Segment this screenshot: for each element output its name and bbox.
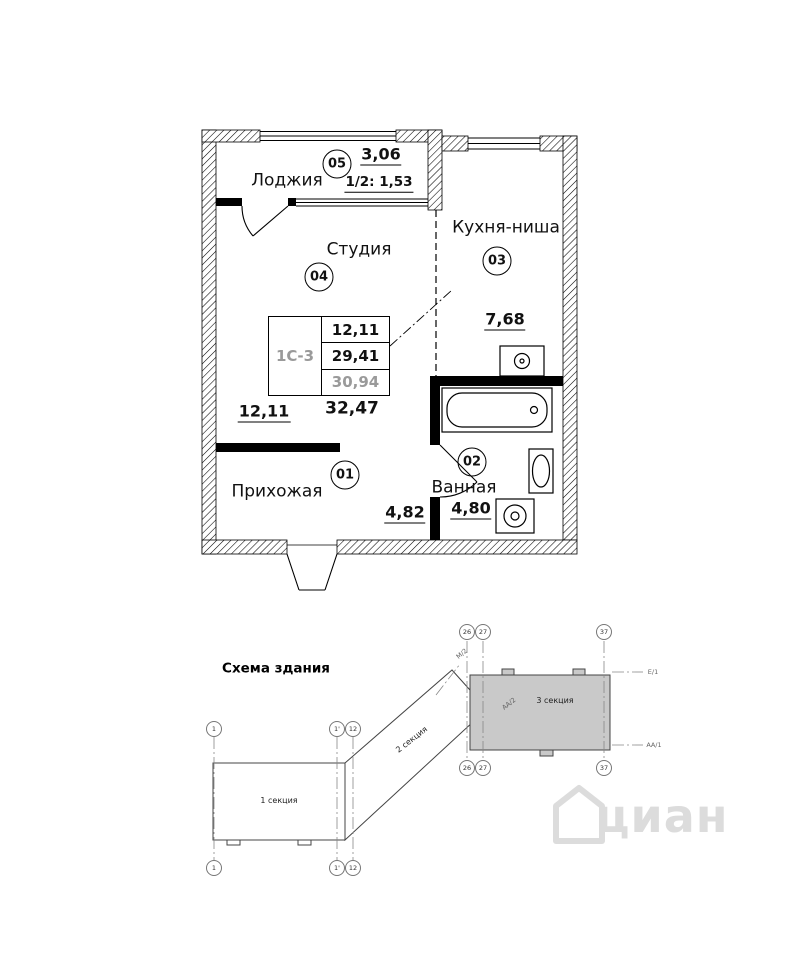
axis-27-top: 27 <box>475 624 491 640</box>
axis-12-bottom: 12 <box>345 860 361 876</box>
room-number-bath: 02 <box>457 447 487 477</box>
spec-living-area: 12,11 <box>322 317 389 344</box>
scheme-section2-shape <box>344 669 488 842</box>
room-area-studio: 12,11 <box>237 401 291 423</box>
washbasin <box>528 448 554 494</box>
spec-type-label: 1С-3 <box>269 317 322 395</box>
axis-1-top: 1 <box>206 721 222 737</box>
room-area-bath: 4,80 <box>450 498 492 520</box>
watermark-house-icon <box>553 785 605 844</box>
fixtures <box>441 345 554 534</box>
exterior-walls <box>201 129 578 555</box>
room-name-bath: Ванная <box>431 477 497 498</box>
axis-1p-bottom: 1' <box>329 860 345 876</box>
scheme-axis-lines <box>213 641 643 860</box>
room-number-studio: 04 <box>304 262 334 292</box>
entry-porch <box>286 553 338 591</box>
loggia-door-leaf <box>252 205 289 237</box>
room-name-loggia: Лоджия <box>251 170 323 191</box>
axis-37-top: 37 <box>596 624 612 640</box>
room-area-loggia: 3,06 <box>360 144 402 166</box>
axis-1p-top: 1' <box>329 721 345 737</box>
room-area-kitchen: 7,68 <box>484 309 526 331</box>
axis-26-top: 26 <box>459 624 475 640</box>
axis-12-top: 12 <box>345 721 361 737</box>
scheme-sections <box>212 668 611 846</box>
axis-1-bottom: 1 <box>206 860 222 876</box>
washing-machine <box>495 498 535 534</box>
room-number-kitchen: 03 <box>482 246 512 276</box>
scheme-title: Схема здания <box>222 660 330 677</box>
interior-walls <box>216 198 563 540</box>
spec-area-reduced: 30,94 <box>331 373 380 392</box>
loggia-door-arc <box>241 205 254 237</box>
room-area-loggia-half: 1/2: 1,53 <box>344 175 414 193</box>
spec-total-area: 32,47 <box>325 398 379 419</box>
room-number-loggia: 05 <box>322 149 352 179</box>
window-glazing <box>260 131 540 207</box>
scheme-section1-shape <box>212 762 346 841</box>
axis-aa1-label: АА/1 <box>646 740 662 749</box>
room-name-studio: Студия <box>326 239 392 260</box>
axis-e1-label: Е/1 <box>647 667 659 676</box>
kitchen-niche-boundary <box>389 210 453 376</box>
watermark-text: циан <box>595 789 729 843</box>
scheme-section3-label: 3 секция <box>536 696 574 705</box>
bath-door-arc <box>439 481 478 498</box>
room-number-hall: 01 <box>330 460 360 490</box>
axis-26-bottom: 26 <box>459 760 475 776</box>
axis-27-bottom: 27 <box>475 760 491 776</box>
scheme-section3-shape <box>469 674 611 751</box>
room-name-kitchen: Кухня-ниша <box>452 217 560 238</box>
room-name-hall: Прихожая <box>231 481 323 502</box>
kitchen-sink <box>499 345 545 377</box>
room-area-hall: 4,82 <box>384 502 426 524</box>
bathtub <box>441 387 553 433</box>
scheme-section1-label: 1 секция <box>260 796 298 805</box>
spec-area-net: 29,41 <box>322 343 389 370</box>
spec-table: 1С-3 12,11 29,41 30,94 <box>268 316 390 396</box>
axis-37-bottom: 37 <box>596 760 612 776</box>
